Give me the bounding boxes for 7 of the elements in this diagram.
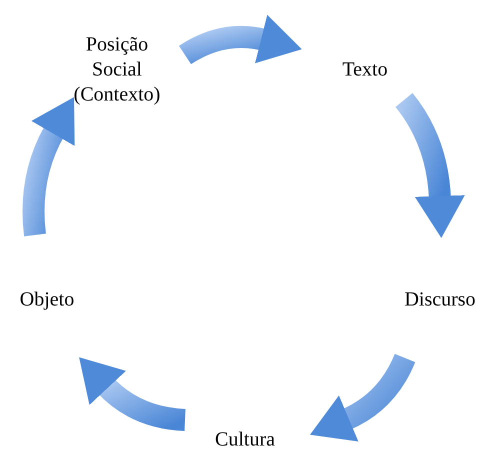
node-label: Objeto (20, 288, 74, 312)
node-label: Texto (342, 58, 388, 82)
curved-arrow (22, 96, 76, 236)
node-label: Discurso (404, 288, 476, 312)
curved-arrow (395, 93, 465, 238)
node-label: Posição Social (Contexto) (72, 32, 162, 108)
node-label: Cultura (215, 428, 275, 452)
